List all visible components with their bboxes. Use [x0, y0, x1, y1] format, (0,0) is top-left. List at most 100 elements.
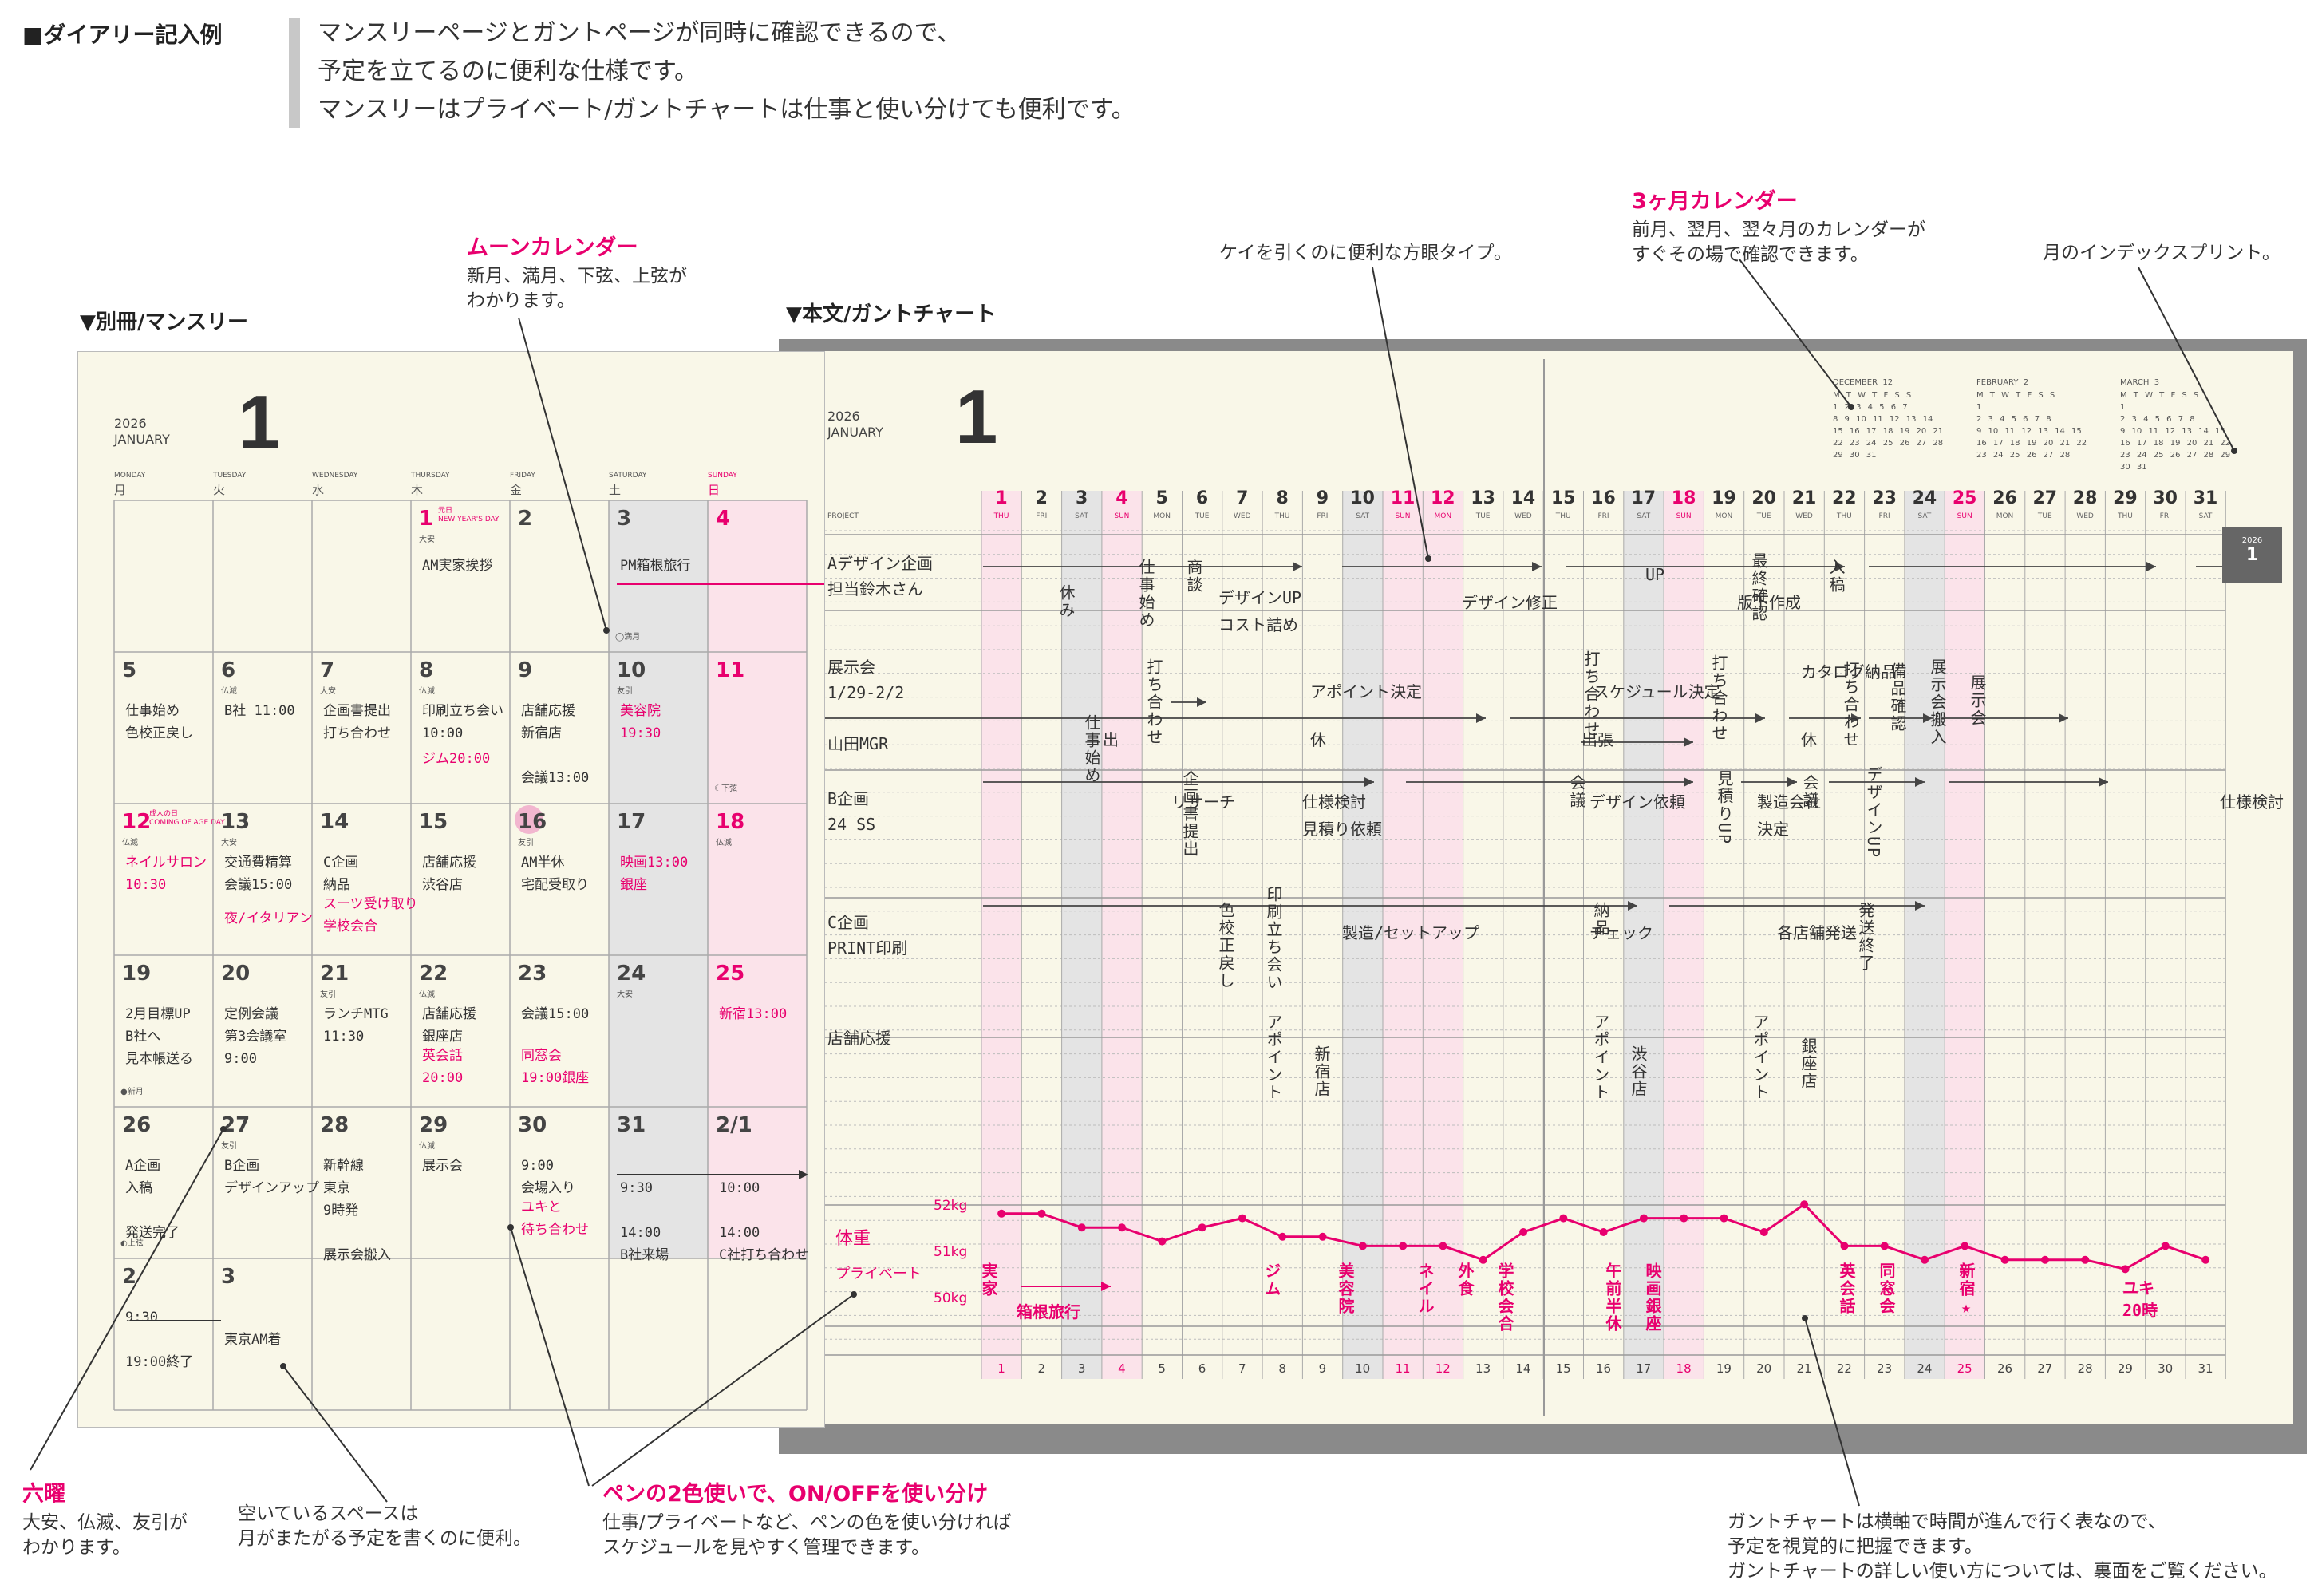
mini-cal-row-2-0: M T W T F S S [2120, 391, 2199, 400]
private-entry-12: ユキ 20時 [2122, 1278, 2158, 1320]
moon-w3d0: ●新月 [120, 1088, 144, 1096]
private-entry-8: 映画銀座 [1643, 1262, 1662, 1333]
weight-point-6 [1198, 1223, 1206, 1232]
entry-w2d2: C企画 納品 [323, 855, 359, 893]
gantt-vnote-10: 備品確認 [1888, 662, 1907, 733]
day-1-0: 5 [122, 658, 137, 682]
gantt-dow-10: SAT [1356, 512, 1370, 520]
gantt-dow-23: FRI [1878, 512, 1890, 520]
gantt-vnote-20: 納品 [1591, 902, 1610, 937]
entry-w4d1: B企画 デザインアップ [224, 1158, 319, 1196]
gantt-day-3: 3 [1075, 488, 1088, 508]
day-1-5: 10 [617, 658, 646, 682]
gantt-dow-27: TUE [2037, 512, 2052, 520]
gantt-note-18: 各店舗発送 [1777, 923, 1857, 942]
gantt-foot-5: 5 [1158, 1361, 1166, 1376]
note-three-month-body: 前月、翌月、翌々月のカレンダーが すぐその場で確認できます。 [1632, 219, 1925, 265]
gantt-vnote-11: 展示会搬入 [1928, 658, 1947, 746]
gantt-vnote-15: 見積りUP [1715, 770, 1734, 846]
gantt-dow-15: THU [1555, 512, 1571, 520]
mini-cal-row-2-1: 1 [2120, 403, 2126, 412]
gantt-day-28: 28 [2072, 488, 2098, 508]
gantt-day-18: 18 [1671, 488, 1696, 508]
gantt-vnote-2: 商談 [1184, 559, 1203, 594]
rokuyo-w3d2: 友引 [320, 990, 336, 999]
day-1-4: 9 [518, 658, 533, 682]
gantt-day-15: 15 [1550, 488, 1576, 508]
project-name-0: Aデザイン企画 担当鈴木さん [827, 554, 934, 598]
note-rokuyo: 六曜 大安、仏滅、友引が わかります。 [22, 1476, 188, 1560]
weight-tick-2: 50kg [934, 1290, 968, 1306]
day-1-3: 8 [419, 658, 434, 682]
gantt-foot-10: 10 [1355, 1361, 1371, 1376]
gantt-note-12: 仕様検討 見積り依頼 [1302, 792, 1382, 839]
weekday-en-2: WEDNESDAY [312, 472, 358, 480]
mini-cal-title-2: MARCH 3 [2120, 378, 2160, 387]
gantt-day-26: 26 [1992, 488, 2017, 508]
private-label: プライベート [835, 1266, 922, 1282]
gantt-vnote-27: 銀座店 [1799, 1037, 1818, 1090]
entry-w0d5: PM箱根旅行 [620, 558, 691, 574]
gantt-day-21: 21 [1791, 488, 1817, 508]
rokuyo-w4d1: 友引 [221, 1142, 237, 1151]
gantt-foot-31: 31 [2198, 1361, 2213, 1376]
gantt-dow-8: THU [1274, 512, 1290, 520]
day-2-1: 13 [221, 810, 251, 834]
gantt-foot-12: 12 [1435, 1361, 1451, 1376]
mini-cal-row-1-0: M T W T F S S [1976, 391, 2055, 400]
day-4-2: 28 [320, 1113, 349, 1137]
gantt-vnote-9: 打ち合わせ [1841, 661, 1860, 749]
weekday-jp-0: 月 [114, 483, 127, 497]
gantt-note-15: 仕様検討 [2220, 792, 2284, 812]
mini-cal-row-1-1: 1 [1976, 403, 1982, 412]
day-2-5: 17 [617, 810, 646, 834]
weight-point-29 [2121, 1265, 2130, 1274]
entry-w1d5p: 美容院 19:30 [620, 703, 661, 741]
monthly-section-label: ▼別冊/マンスリー [80, 310, 248, 334]
project-name-3: C企画 PRINT印刷 [827, 913, 908, 958]
intro-text: マンスリーページとガントページが同時に確認できるので、 予定を立てるのに便利な仕… [318, 14, 1135, 129]
gantt-dow-19: MON [1715, 512, 1733, 520]
weight-point-12 [1439, 1242, 1447, 1250]
monthly-month-number: 1 [238, 380, 281, 465]
gantt-foot-21: 21 [1796, 1361, 1812, 1376]
gantt-day-6: 6 [1195, 488, 1209, 508]
rokuyo-w1d5: 友引 [617, 687, 633, 696]
weight-point-8 [1278, 1232, 1287, 1241]
gantt-day-22: 22 [1831, 488, 1857, 508]
weekday-en-3: THURSDAY [411, 472, 450, 480]
gantt-note-1: デザイン修正 [1462, 593, 1558, 612]
gantt-note-5: スケジュール決定 [1593, 682, 1720, 701]
gantt-dow-13: TUE [1475, 512, 1491, 520]
month-index-tab[interactable]: 2026 1 [2222, 527, 2282, 583]
weight-point-9 [1318, 1232, 1327, 1241]
gantt-day-5: 5 [1155, 488, 1168, 508]
gantt-note-7: 休 [1310, 730, 1326, 749]
weight-point-31 [2201, 1255, 2210, 1264]
note-pen-body: 仕事/プライベートなど、ペンの色を使い分ければ スケジュールを見やすく管理できま… [602, 1512, 1012, 1558]
gantt-day-29: 29 [2113, 488, 2138, 508]
entry-w4d6: 10:00 14:00 C社打ち合わせ [719, 1180, 809, 1263]
note-moon-body: 新月、満月、下弦、上弦が わかります。 [467, 266, 687, 311]
gantt-day-27: 27 [2032, 488, 2058, 508]
weight-point-27 [2040, 1255, 2049, 1264]
entry-w5d0: 9:30 19:00終了 [125, 1310, 194, 1370]
gantt-day-19: 19 [1712, 488, 1736, 508]
gantt-vnote-14: 会議 [1567, 774, 1586, 809]
gantt-foot-4: 4 [1118, 1361, 1126, 1376]
entry-w1d2: 企画書提出 打ち合わせ [323, 703, 391, 741]
note-pen: ペンの2色使いで、ON/OFFを使い分け 仕事/プライベートなど、ペンの色を使い… [602, 1476, 1012, 1560]
gantt-day-17: 17 [1631, 488, 1657, 508]
private-entry-4: ネイル [1416, 1262, 1435, 1315]
day-0-5: 3 [617, 507, 632, 531]
gantt-foot-20: 20 [1756, 1361, 1772, 1376]
note-moon: ムーンカレンダー 新月、満月、下弦、上弦が わかります。 [467, 230, 687, 314]
entry-w1d3p: ジム20:00 [422, 751, 491, 767]
moon-w1d6: ☾下弦 [714, 784, 737, 793]
entry-w4d2: 新幹線 東京 9時発 展示会搬入 [323, 1158, 391, 1263]
note-space: 空いているスペースは 月がまたがる予定を書くのに便利。 [238, 1503, 531, 1549]
day-4-3: 29 [419, 1113, 448, 1137]
mini-cal-row-2-4: 16 17 18 19 20 21 22 [2120, 439, 2231, 448]
mini-cal-row-0-4: 22 23 24 25 26 27 28 [1833, 439, 1944, 448]
